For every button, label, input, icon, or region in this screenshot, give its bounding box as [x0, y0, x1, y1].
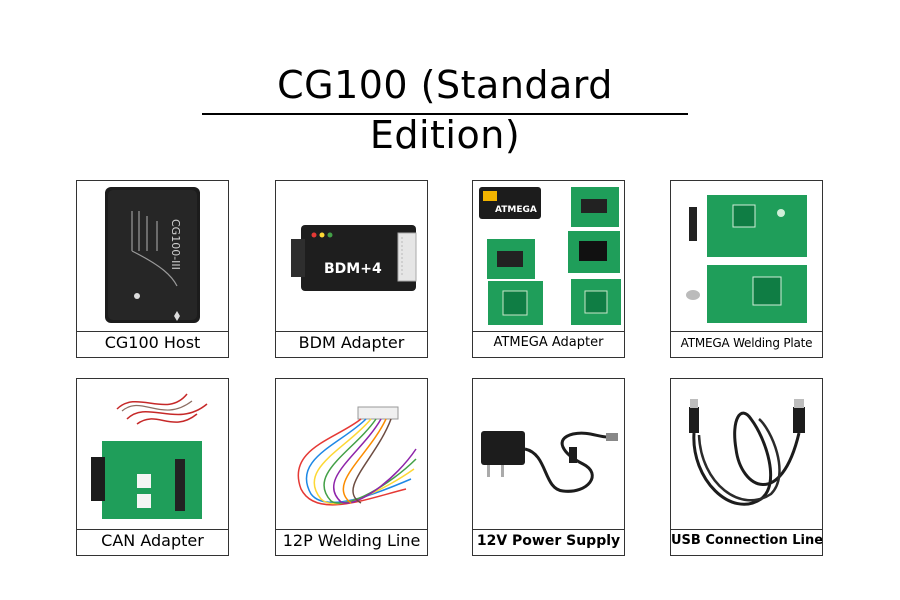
atmega-device-text: ATMEGA — [495, 205, 537, 215]
cg100-host-device-image: CG100-III — [77, 181, 228, 332]
item-label: CG100 Host — [104, 333, 201, 352]
item-label: 12P Welding Line — [282, 531, 421, 550]
item-label: USB Connection Line — [671, 533, 822, 548]
page-title: CG100 (Standard Edition) — [277, 63, 613, 157]
item-card-cg100-host: CG100-III CG100 Host — [76, 180, 229, 358]
welding-line-wires-image — [276, 379, 427, 530]
item-card-atmega-adapter: ATMEGA ATMEGA Adapter — [472, 180, 625, 358]
item-card-usb-connection-line: USB Connection Line — [670, 378, 823, 556]
item-card-atmega-welding-plate: ATMEGA Welding Plate — [670, 180, 823, 358]
item-label: ATMEGA Adapter — [493, 335, 604, 350]
item-card-can-adapter: CAN Adapter — [76, 378, 229, 556]
power-supply-adapter-image — [473, 379, 624, 530]
item-card-bdm-adapter: BDM+4 BDM Adapter — [275, 180, 428, 358]
item-card-12v-power-supply: 12V Power Supply — [472, 378, 625, 556]
title-underline — [202, 113, 688, 115]
atmega-welding-plate-image — [671, 181, 822, 332]
item-label: CAN Adapter — [101, 531, 204, 550]
item-label: 12V Power Supply — [476, 533, 621, 549]
svg-text:CG100-III: CG100-III — [169, 219, 182, 270]
can-adapter-board-image — [77, 379, 228, 530]
usb-cable-image — [671, 379, 822, 530]
atmega-adapter-boards-image: ATMEGA — [473, 181, 624, 332]
bdm-device-text: BDM+4 — [324, 261, 382, 277]
bdm-adapter-image: BDM+4 — [276, 181, 427, 332]
item-card-12p-welding-line: 12P Welding Line — [275, 378, 428, 556]
item-label: ATMEGA Welding Plate — [680, 336, 813, 350]
item-label: BDM Adapter — [298, 333, 405, 352]
